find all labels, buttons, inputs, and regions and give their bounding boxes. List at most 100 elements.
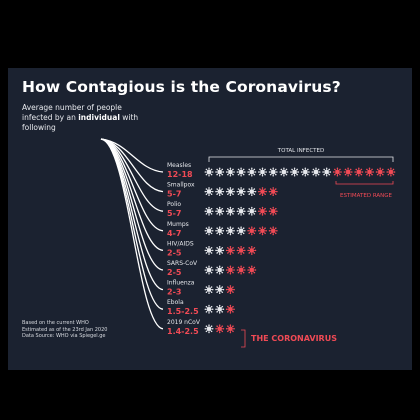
disease-name: Ebola (167, 299, 184, 306)
disease-range: 2-5 (167, 248, 182, 257)
virus-icon (225, 226, 235, 236)
virus-icon (300, 167, 310, 177)
virus-icon (215, 245, 225, 255)
connector-curve (100, 138, 164, 330)
page-title: How Contagious is the Coronavirus? (22, 78, 341, 96)
coronavirus-bracket (241, 329, 246, 348)
virus-icon (236, 206, 246, 216)
virus-icon (204, 304, 214, 314)
connector-curve (100, 138, 164, 291)
virus-estimated-icon (365, 167, 374, 177)
virus-icon (258, 167, 267, 177)
virus-icon (236, 187, 246, 197)
virus-icon (215, 226, 225, 236)
virus-icon (204, 324, 214, 334)
virus-estimated-icon (258, 187, 267, 197)
disease-name: 2019 nCoV (167, 319, 201, 326)
virus-icon (247, 167, 257, 177)
connector-curve (100, 138, 164, 232)
virus-icon (215, 265, 225, 275)
virus-icon (268, 167, 278, 177)
virus-icon (204, 167, 214, 177)
source-line-3: Data Source: WHO via Spiegel.ge (22, 333, 106, 339)
virus-estimated-icon (225, 285, 235, 295)
virus-icon (204, 187, 214, 197)
disease-range: 2-5 (167, 268, 182, 277)
virus-icon (215, 187, 225, 197)
virus-estimated-icon (268, 187, 278, 197)
virus-estimated-icon (375, 167, 385, 177)
subtitle: Average number of people infected by an … (22, 103, 142, 133)
disease-range: 2-3 (167, 288, 181, 297)
virus-estimated-icon (236, 245, 246, 255)
virus-estimated-icon (247, 245, 257, 255)
virus-icon (236, 167, 246, 177)
virus-icon (204, 245, 214, 255)
source-line-2: Estimated as of the 23rd Jan 2020 (22, 326, 108, 333)
virus-estimated-icon (268, 206, 278, 216)
disease-name: SARS-CoV (167, 260, 198, 267)
virus-icon (204, 206, 214, 216)
total-infected-bracket (208, 156, 394, 162)
virus-icon (225, 206, 235, 216)
disease-range: 5-7 (167, 209, 181, 218)
disease-name: HIV/AIDS (167, 240, 194, 247)
virus-estimated-icon (225, 245, 235, 255)
virus-icon (215, 167, 225, 177)
virus-icon (236, 226, 246, 236)
virus-estimated-icon (247, 226, 257, 236)
virus-estimated-icon (247, 265, 257, 275)
virus-estimated-icon (225, 265, 235, 275)
virus-icon (225, 187, 235, 197)
virus-icon (322, 167, 332, 177)
estimated-range-label: ESTIMATED RANGE (340, 193, 393, 199)
source-line-1: Based on the current WHO (22, 320, 89, 326)
virus-estimated-icon (225, 304, 235, 314)
virus-estimated-icon (332, 167, 342, 177)
virus-icon (290, 167, 300, 177)
virus-estimated-icon (258, 206, 267, 216)
disease-name: Polio (167, 201, 181, 208)
connector-curves (100, 138, 164, 330)
estimated-range-bracket (335, 181, 394, 185)
disease-name: Influenza (167, 280, 195, 287)
disease-range: 1.4-2.5 (167, 327, 199, 336)
disease-name: Smallpox (167, 182, 195, 189)
virus-icon (215, 206, 225, 216)
subtitle-text-bold: individual (78, 113, 120, 122)
virus-icon (247, 187, 257, 197)
total-infected-label: TOTAL INFECTED (277, 148, 324, 154)
disease-name: Measles (167, 162, 191, 169)
disease-rows: Measles12-18Smallpox5-7Polio5-7Mumps4-7H… (167, 162, 396, 336)
source-note: Based on the current WHO Estimated as of… (22, 320, 107, 340)
virus-icon (204, 265, 214, 275)
coronavirus-label: THE CORONAVIRUS (251, 334, 337, 343)
virus-icon (204, 226, 214, 236)
virus-icon (215, 304, 225, 314)
virus-estimated-icon (354, 167, 364, 177)
virus-estimated-icon (236, 265, 246, 275)
virus-icon (247, 206, 257, 216)
virus-icon (204, 285, 214, 295)
virus-icon (225, 167, 235, 177)
virus-estimated-icon (225, 324, 235, 334)
infographic-panel (8, 68, 412, 370)
virus-estimated-icon (258, 226, 267, 236)
disease-range: 4-7 (167, 229, 181, 238)
virus-estimated-icon (268, 226, 278, 236)
virus-estimated-icon (343, 167, 353, 177)
connector-curve (100, 138, 164, 271)
virus-icon (215, 285, 225, 295)
disease-range: 12-18 (167, 170, 193, 179)
virus-icon (279, 167, 289, 177)
